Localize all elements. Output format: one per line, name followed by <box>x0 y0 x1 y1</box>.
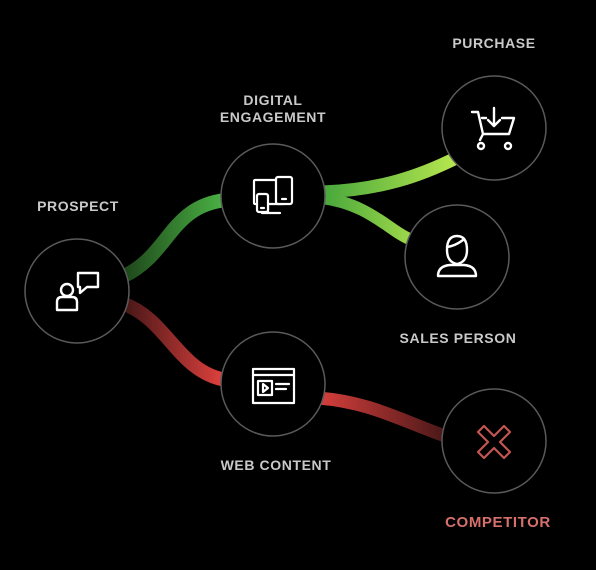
label-competitor: COMPETITOR <box>445 514 551 531</box>
connector-web-competitor <box>317 391 448 443</box>
label-digital-line1: DIGITAL <box>243 92 303 108</box>
x-icon <box>476 424 512 460</box>
node-sales-person <box>404 204 510 310</box>
node-purchase <box>441 75 547 181</box>
node-prospect <box>24 238 130 344</box>
node-circle <box>441 388 547 494</box>
connector-digital-purchase <box>321 152 459 199</box>
label-sales-person: SALES PERSON <box>399 330 517 346</box>
label-digital-line2: ENGAGEMENT <box>219 109 327 125</box>
node-circle <box>220 143 326 249</box>
label-digital-engagement: DIGITAL ENGAGEMENT <box>198 92 348 126</box>
node-circle <box>24 238 130 344</box>
connector-prospect-web <box>121 297 228 387</box>
chat-person-icon <box>55 271 100 312</box>
cart-download-icon <box>470 106 516 151</box>
person-icon <box>436 234 478 278</box>
node-circle <box>441 75 547 181</box>
node-competitor <box>441 388 547 494</box>
browser-video-icon <box>251 367 296 405</box>
node-digital-engagement <box>220 143 326 249</box>
node-web-content <box>220 331 326 437</box>
label-purchase: PURCHASE <box>452 35 536 51</box>
devices-icon <box>252 175 294 215</box>
connector-digital-sales <box>321 192 415 246</box>
label-prospect: PROSPECT <box>37 198 119 214</box>
connector-prospect-digital <box>120 193 228 283</box>
node-circle <box>404 204 510 310</box>
label-web-content: WEB CONTENT <box>220 457 332 473</box>
